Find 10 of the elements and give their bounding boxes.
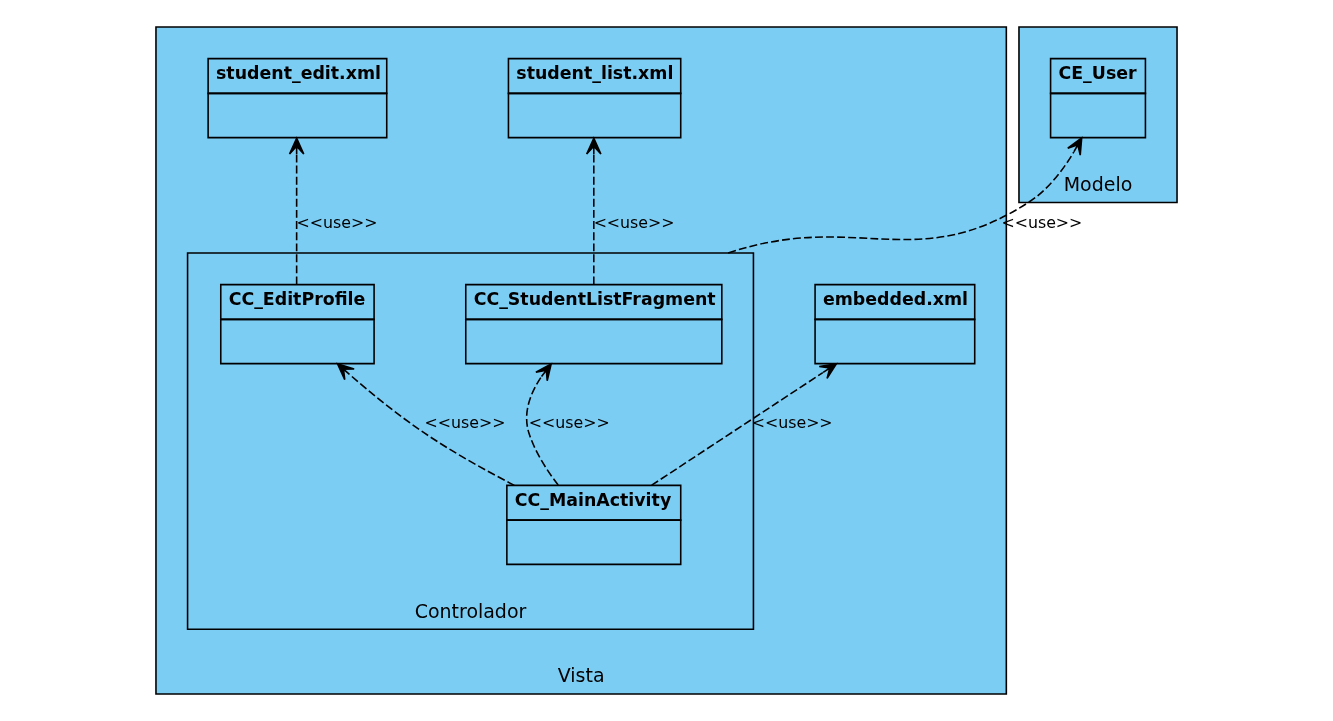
arrow (727, 137, 1083, 254)
edge-label: <<use>> (296, 212, 378, 232)
arrow (650, 362, 838, 486)
edge-label: <<use>> (424, 413, 506, 433)
arrow (336, 363, 516, 487)
arrow (585, 137, 602, 286)
arrow (525, 363, 559, 486)
arrow (288, 137, 305, 286)
edge-label: <<use>> (593, 212, 675, 232)
edge-label: <<use>> (528, 413, 610, 433)
